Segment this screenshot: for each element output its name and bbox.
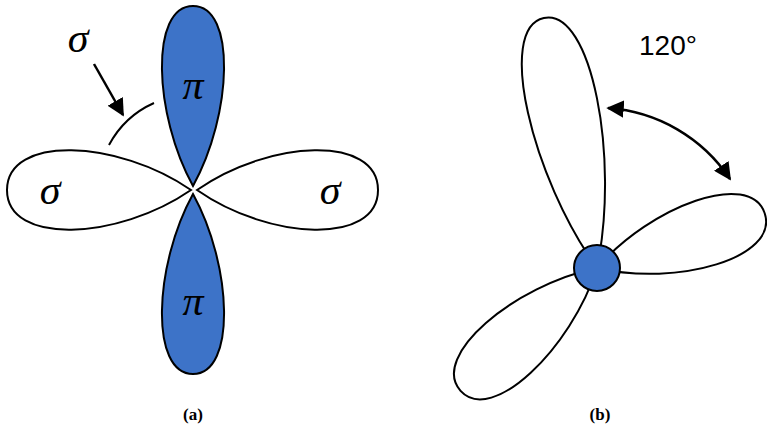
orbital-symbol: π — [182, 64, 203, 106]
lobe-outline — [7, 150, 191, 229]
panel-caption-box: (a) — [181, 405, 205, 424]
pointer-arrow — [94, 64, 123, 115]
lobe-outline — [438, 243, 619, 416]
angle-label: 120° — [639, 32, 697, 60]
sigma-lobe: σ — [5, 142, 193, 238]
lobe-outline — [509, 11, 631, 276]
angle-arc — [608, 108, 730, 179]
lobe-outline — [162, 194, 224, 374]
pi-lobe: π — [155, 4, 231, 188]
sigma-label-box: σ — [66, 16, 91, 60]
orbital-symbol: π — [182, 280, 203, 322]
pi-lobe: π — [155, 192, 231, 376]
panel-caption: (a) — [183, 406, 203, 423]
panel-caption-box: (b) — [588, 405, 613, 424]
orbital-symbol: σ — [320, 169, 341, 211]
hybrid-lobe — [509, 11, 631, 276]
lobe-shape — [195, 142, 380, 238]
sigma-label: σ — [68, 17, 89, 59]
hybrid-lobe — [438, 243, 619, 416]
p-orbital-dot — [574, 245, 620, 291]
bond-arc — [109, 103, 154, 145]
lobe-outline — [162, 6, 224, 186]
panel-caption: (b) — [590, 406, 611, 423]
sigma-lobe: σ — [195, 142, 380, 238]
orbital-symbol: σ — [40, 169, 61, 211]
angle-label-box: 120° — [637, 31, 699, 61]
lobe-outline — [197, 150, 378, 229]
lobe-shape — [5, 142, 193, 238]
